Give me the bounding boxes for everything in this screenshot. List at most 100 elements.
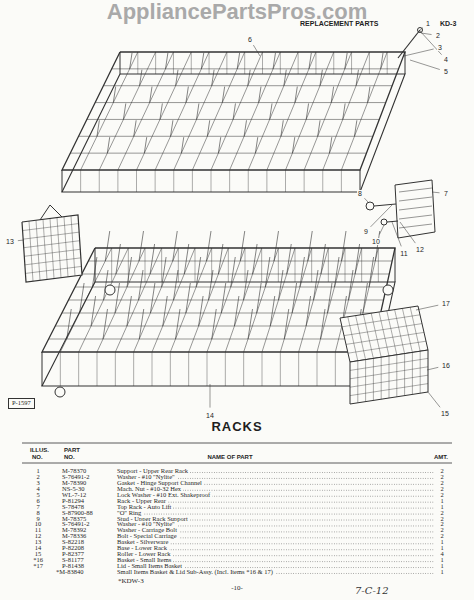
figure-number: P-1597 (12, 399, 31, 406)
lower-rack-tine (212, 309, 217, 339)
washer (381, 219, 387, 225)
column-header: AMT. (434, 454, 448, 460)
wire (173, 170, 174, 192)
illus-number: *17 (33, 563, 43, 570)
wire (117, 170, 118, 192)
wire (112, 68, 399, 69)
upper-rack-post (360, 170, 361, 192)
wire (228, 248, 229, 282)
upper-rack-tine (134, 120, 136, 136)
wire (155, 52, 156, 74)
wire (25, 266, 81, 273)
dot-leaders (118, 473, 434, 574)
wire (23, 232, 79, 239)
lower-rack-tine (279, 270, 284, 300)
quantity: 1 (440, 569, 443, 576)
wire (304, 170, 305, 192)
wire (211, 170, 212, 192)
wire (248, 52, 298, 170)
callout-number: 11 (399, 250, 408, 257)
wire (99, 170, 100, 192)
upper-rack-tine (381, 53, 383, 69)
lower-rack-tine (105, 231, 110, 261)
upper-rack-tine (368, 87, 370, 103)
upper-rack-tine (259, 87, 261, 103)
lower-rack-tine (363, 283, 368, 313)
upper-rack-tine (222, 87, 224, 103)
lower-rack-tine (150, 283, 155, 313)
wire (99, 52, 155, 170)
wire (161, 248, 162, 282)
wire (399, 197, 432, 201)
wire (170, 352, 171, 386)
wire (348, 341, 426, 353)
leader-line (364, 198, 368, 202)
upper-rack-tine (201, 53, 203, 69)
page-header: KD-3 (440, 20, 456, 27)
basket-outline (22, 215, 82, 282)
wire (387, 52, 388, 74)
upper-rack-tine (113, 87, 115, 103)
wire (188, 352, 189, 386)
wire (345, 248, 346, 282)
leader-line (210, 384, 211, 408)
upper-rack-tine (329, 137, 331, 153)
callout-number: 8 (357, 190, 363, 197)
wire (389, 356, 390, 398)
roller (105, 285, 115, 295)
wire (243, 352, 244, 386)
upper-rack-tine (318, 120, 320, 136)
upper-rack-tine (273, 53, 275, 69)
carriage-bolt (387, 221, 398, 222)
wire (111, 248, 112, 282)
wire (317, 352, 318, 386)
column-header: NO. (32, 454, 43, 460)
upper-rack-tine (281, 120, 283, 136)
leader-line (18, 240, 24, 242)
wire (25, 258, 81, 265)
wire (24, 249, 80, 256)
lower-rack-tine (199, 296, 204, 326)
wire (378, 248, 379, 282)
support-stud (374, 204, 396, 206)
wire (209, 52, 210, 74)
wire (191, 52, 192, 74)
wire (78, 352, 79, 386)
upper-rack-tine (345, 53, 347, 69)
leader-line (371, 205, 392, 227)
upper-rack-tine (356, 70, 358, 86)
wire (280, 352, 281, 386)
wire (192, 170, 193, 192)
lower-rack-tine (103, 309, 108, 339)
wire (323, 52, 370, 170)
callout-number: 12 (415, 246, 425, 253)
lower-rack (42, 231, 395, 386)
wire (195, 248, 196, 282)
lower-rack-tine (139, 231, 144, 261)
wire (261, 248, 262, 282)
upper-rack (62, 52, 405, 192)
silverware-basket (22, 205, 82, 282)
lower-rack-tine (162, 257, 167, 287)
wire (412, 352, 413, 394)
wire (23, 224, 79, 231)
lower-rack-tine (234, 296, 239, 326)
wire (145, 248, 146, 282)
upper-rack-tine (186, 87, 188, 103)
wire (346, 332, 424, 344)
lower-rack-tine (257, 283, 262, 313)
lower-rack-tine (274, 231, 279, 261)
callout-number: 16 (441, 362, 451, 369)
lower-rack-tine (349, 270, 354, 300)
leader-line (420, 28, 423, 30)
o-ring (366, 202, 374, 210)
upper-rack-tine (320, 70, 322, 86)
wire (298, 352, 299, 386)
upper-rack-tine (130, 53, 132, 69)
wire (64, 217, 68, 277)
wire (81, 52, 138, 170)
callout-number: 13 (5, 238, 15, 245)
wire (69, 300, 384, 301)
callout-number: 15 (440, 410, 450, 417)
upper-rack-tine (97, 120, 99, 136)
